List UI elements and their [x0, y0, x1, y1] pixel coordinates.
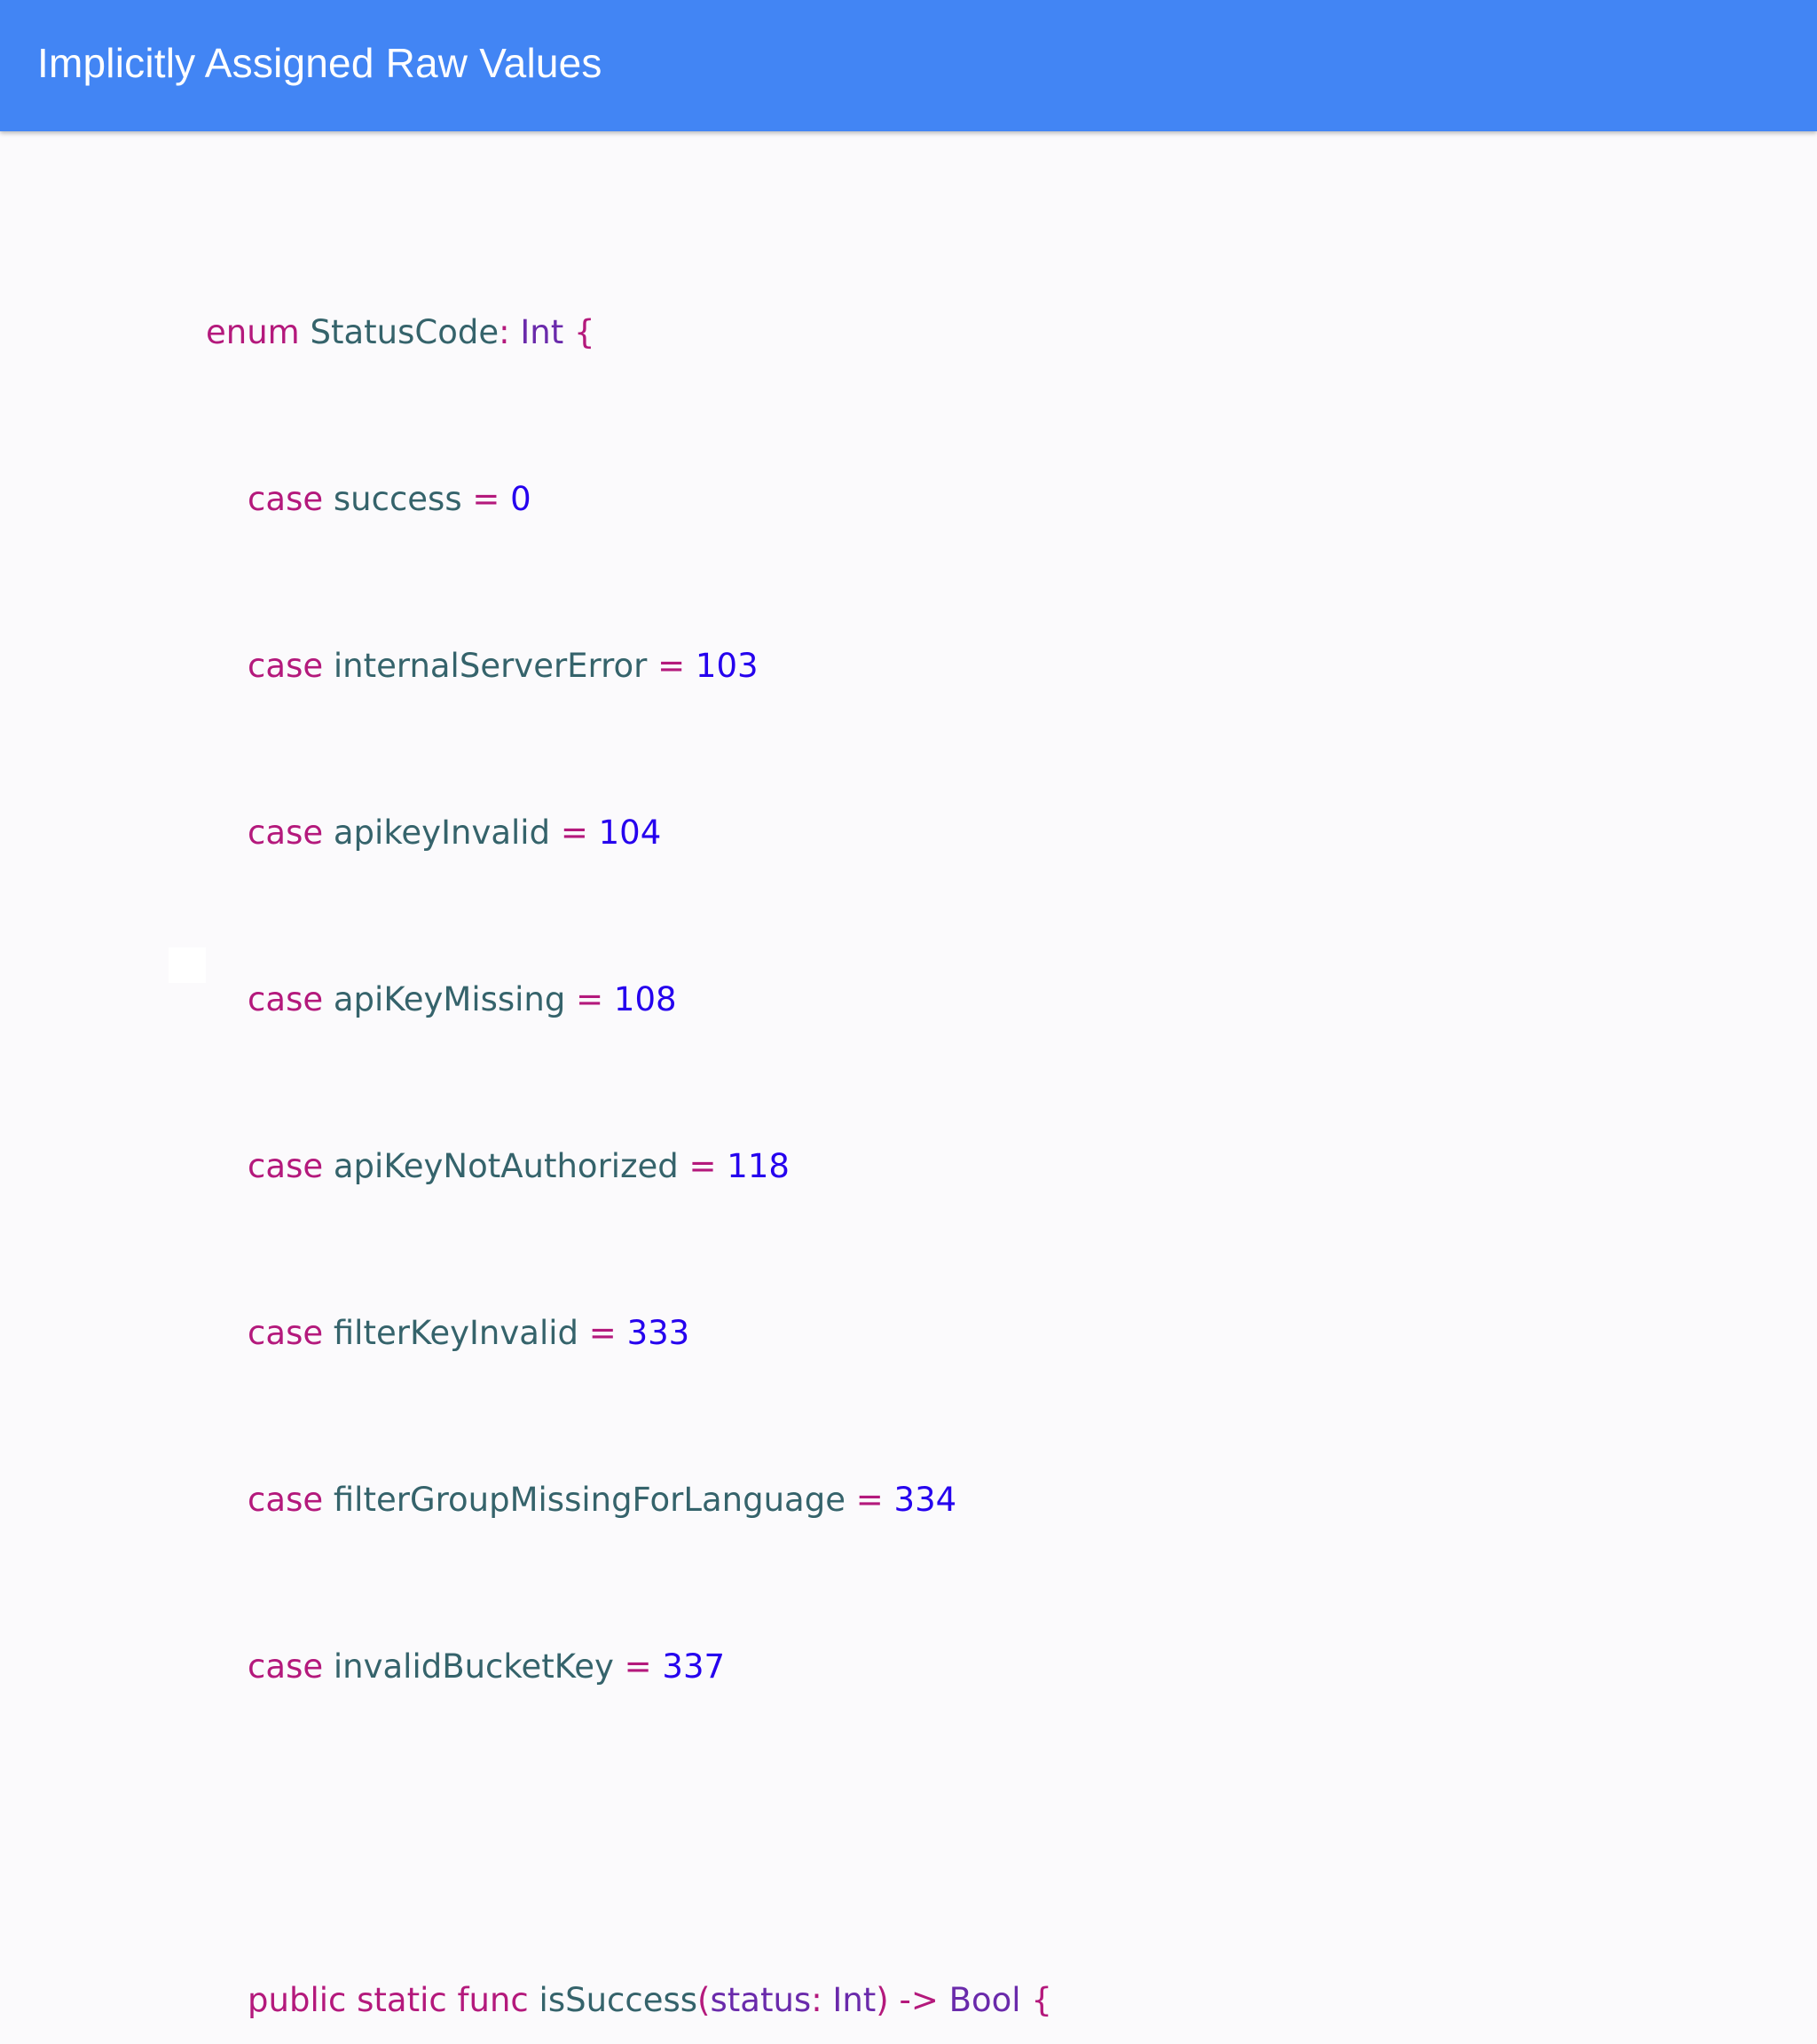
code-line-case-filter-group-missing: case filterGroupMissingForLanguage = 334 [206, 1479, 1052, 1521]
code-line-case-apikey-invalid: case apikeyInvalid = 104 [206, 812, 1052, 853]
page-title: Implicitly Assigned Raw Values [37, 40, 602, 86]
raw-value-type: Int [520, 313, 564, 351]
keyword-func: func [457, 1981, 529, 2019]
enum-name: StatusCode [310, 313, 499, 351]
code-line-case-apikey-missing: case apiKeyMissing = 108 [206, 979, 1052, 1020]
case-value: 333 [626, 1314, 690, 1352]
assign-op: = [588, 1314, 617, 1352]
code-content-area: enum StatusCode: Int { case success = 0 … [0, 131, 1817, 2019]
case-value: 334 [893, 1481, 957, 1519]
keyword-case: case [248, 1147, 324, 1185]
keyword-case: case [248, 480, 324, 518]
keyword-case: case [248, 1314, 324, 1352]
keyword-static: static [357, 1981, 447, 2019]
code-line-case-success: case success = 0 [206, 478, 1052, 520]
param-type: Int [832, 1981, 877, 2019]
enum-open-brace: { [573, 313, 595, 351]
assign-op: = [576, 980, 604, 1018]
paren-open: ( [697, 1981, 711, 2019]
function-name: isSuccess [539, 1981, 698, 2019]
arrow-op: -> [899, 1981, 939, 2019]
case-name: invalidBucketKey [333, 1647, 614, 1686]
case-name: apiKeyNotAuthorized [333, 1147, 679, 1185]
case-name: internalServerError [333, 647, 648, 685]
func-open-brace: { [1031, 1981, 1052, 2019]
colon-punct: : [499, 313, 510, 351]
case-name: filterKeyInvalid [333, 1314, 579, 1352]
code-line-case-apikey-not-authorized: case apiKeyNotAuthorized = 118 [206, 1145, 1052, 1187]
code-line-func-is-success: public static func isSuccess(status: Int… [206, 1979, 1052, 2021]
case-name: apiKeyMissing [333, 980, 566, 1018]
code-line-blank [206, 1812, 1052, 1854]
text-caret-artifact [169, 947, 206, 983]
code-line-case-invalid-bucket-key: case invalidBucketKey = 337 [206, 1646, 1052, 1687]
param-label: status [710, 1981, 812, 2019]
case-value: 104 [598, 814, 662, 852]
case-value: 337 [662, 1647, 726, 1686]
case-name: apikeyInvalid [333, 814, 551, 852]
keyword-case: case [248, 1647, 324, 1686]
keyword-public: public [248, 1981, 347, 2019]
code-block: enum StatusCode: Int { case success = 0 … [206, 186, 1052, 2044]
code-line-case-filter-key-invalid: case filterKeyInvalid = 333 [206, 1312, 1052, 1354]
slide-header-bar: Implicitly Assigned Raw Values [0, 0, 1817, 131]
assign-op: = [657, 647, 686, 685]
keyword-case: case [248, 647, 324, 685]
assign-op: = [560, 814, 588, 852]
code-line-enum-declaration: enum StatusCode: Int { [206, 311, 1052, 353]
keyword-case: case [248, 814, 324, 852]
keyword-case: case [248, 1481, 324, 1519]
case-name: filterGroupMissingForLanguage [333, 1481, 846, 1519]
assign-op: = [688, 1147, 717, 1185]
keyword-case: case [248, 980, 324, 1018]
case-value: 108 [613, 980, 677, 1018]
assign-op: = [624, 1647, 652, 1686]
return-type: Bool [948, 1981, 1021, 2019]
paren-close: ) [876, 1981, 889, 2019]
colon-punct: : [811, 1981, 822, 2019]
case-name: success [333, 480, 462, 518]
case-value: 103 [695, 647, 759, 685]
code-line-case-internal-server-error: case internalServerError = 103 [206, 645, 1052, 687]
assign-op: = [472, 480, 500, 518]
keyword-enum: enum [206, 313, 300, 351]
case-value: 118 [727, 1147, 790, 1185]
case-value: 0 [510, 480, 531, 518]
assign-op: = [855, 1481, 884, 1519]
